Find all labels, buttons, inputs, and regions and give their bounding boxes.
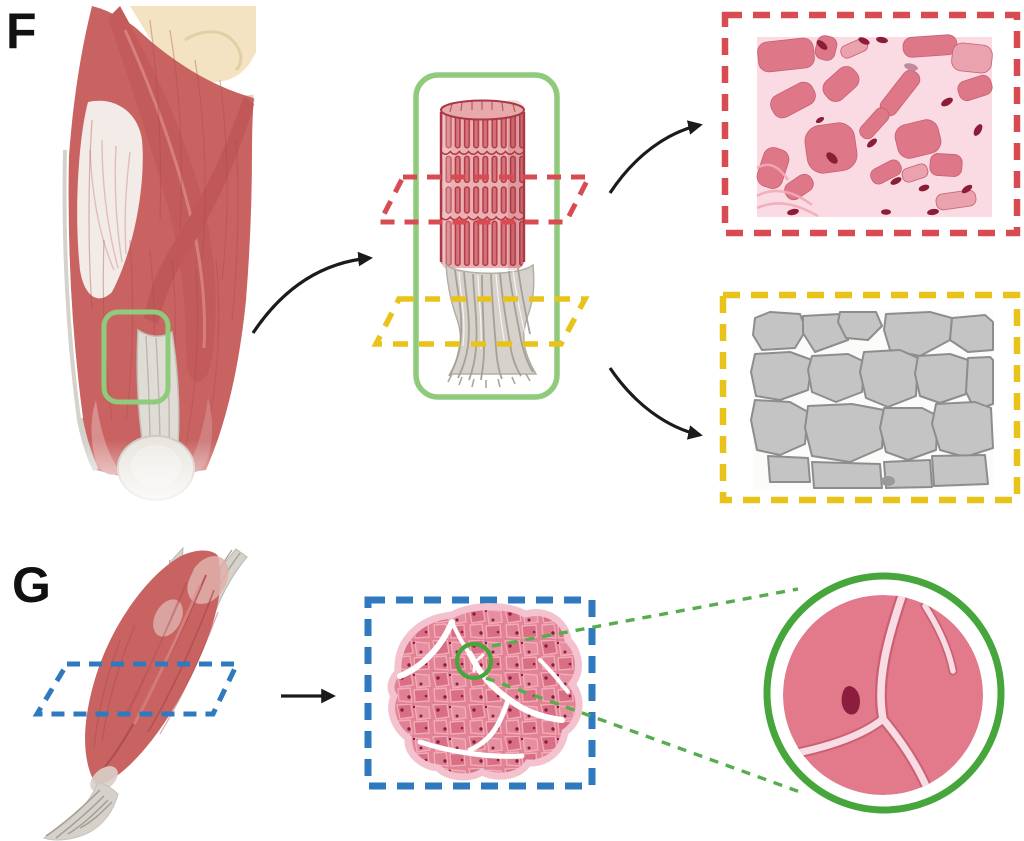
muscle-tendon-unit-illustration: [371, 72, 594, 400]
muscle-cross-section-image: [387, 603, 583, 781]
fusiform-muscle-illustration: [32, 546, 248, 841]
tendon-section-histology-box: [719, 291, 1021, 504]
sartorius-band: [108, 6, 216, 382]
muscle-belly: [85, 550, 221, 786]
blue-section-plane: [32, 661, 241, 717]
panel-g-label: G: [12, 557, 51, 613]
muscle-fiber-closeup-circle: [763, 572, 1005, 814]
tendon-fibers: [445, 263, 538, 388]
panel-f-label: F: [6, 3, 37, 59]
yellow-section-plane: [371, 296, 590, 347]
muscle-section-histology-box: [721, 11, 1021, 237]
arrow-to-muscle-histology: [608, 120, 703, 194]
muscle-histology-image: [756, 34, 993, 218]
crossing-muscle-band: [144, 96, 254, 324]
whole-muscle-cross-section-box: [364, 596, 596, 790]
fiber-region-marker: [454, 641, 494, 681]
red-section-plane: [375, 174, 594, 225]
fiber-nucleus: [841, 686, 860, 715]
striated-muscle-cylinder: [439, 99, 526, 270]
tendon-histology-image: [750, 310, 994, 490]
zoom-connector-lines: [485, 587, 801, 794]
distal-tendon-fan: [42, 781, 119, 841]
thigh-muscle-anatomy-illustration: [52, 6, 267, 518]
arrow-leg-to-mtu: [251, 251, 373, 334]
green-roi-outline: [101, 309, 171, 405]
arrow-to-tendon-histology: [608, 367, 703, 440]
pelvis-bone: [130, 6, 256, 83]
